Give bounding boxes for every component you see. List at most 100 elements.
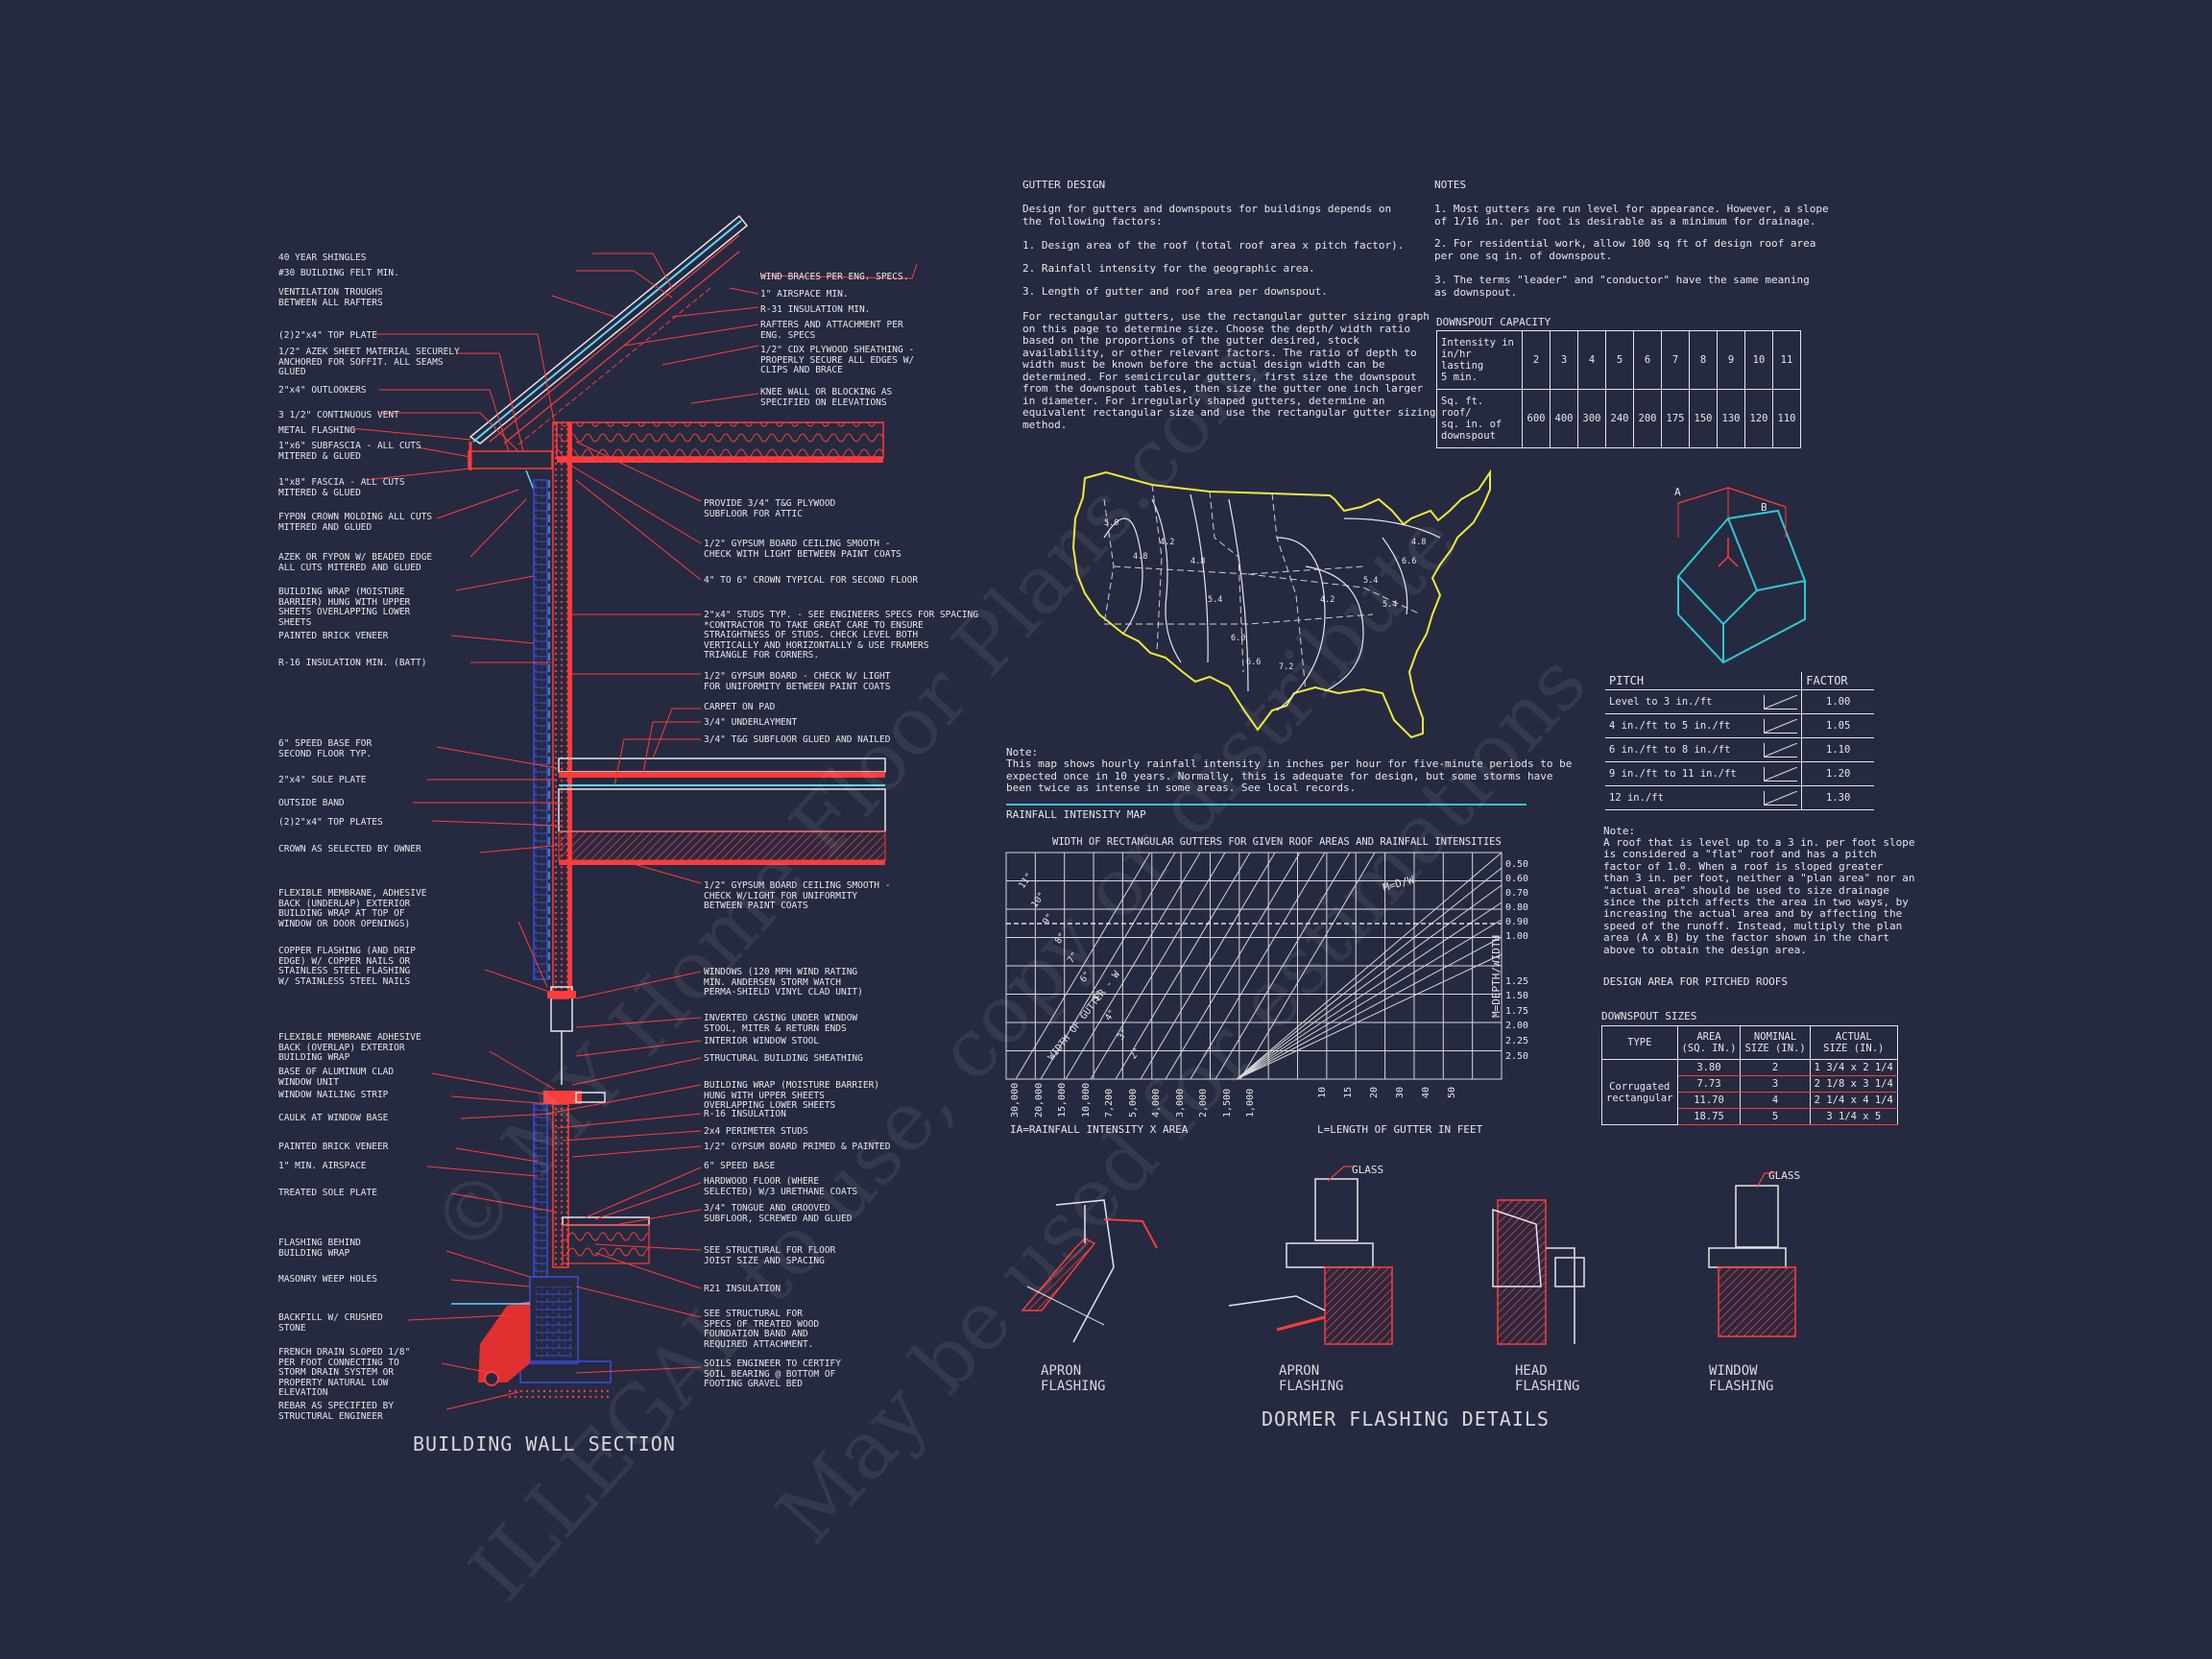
isoline-label: 4.8: [1190, 557, 1206, 566]
capacity-intensity-cell: 7: [1661, 330, 1690, 390]
sizes-actual-cell: 2 1/8 x 3 1/4: [1809, 1075, 1898, 1093]
pitch-note-label: Note:: [1603, 825, 1636, 837]
dormer-title: DORMER FLASHING DETAILS: [1262, 1407, 1550, 1431]
wall-right-callout: 3/4" UNDERLAYMENT: [704, 717, 798, 728]
chart-ia-tick: 1,000: [1245, 1088, 1256, 1118]
pitch-row: 12 in./ft 1.30: [1605, 785, 1874, 810]
wall-left-callout: BUILDING WRAP (MOISTURE BARRIER) HUNG WI…: [278, 587, 411, 628]
isoline-label: 4.8: [1133, 552, 1148, 562]
sizes-type-cell: Corrugated rectangular: [1601, 1059, 1678, 1125]
pitch-cell: 6 in./ft to 8 in./ft: [1605, 737, 1802, 762]
wall-left-callout: REBAR AS SPECIFIED BY STRUCTURAL ENGINEE…: [278, 1401, 395, 1422]
pitch-value: 12 in./ft: [1609, 792, 1664, 804]
sizes-area-cell: 18.75: [1676, 1108, 1742, 1125]
wall-right-callout: 1/2" GYPSUM BOARD CEILING SMOOTH - CHECK…: [704, 539, 902, 560]
pitch-slope-icon: [1764, 719, 1798, 733]
sizes-area-cell: 7.73: [1676, 1075, 1742, 1093]
pitch-note: A roof that is level up to a 3 in. per f…: [1603, 836, 1915, 956]
wall-left-callout: CROWN AS SELECTED BY OWNER: [278, 844, 421, 854]
isoline-label: 4.2: [1160, 538, 1175, 547]
chart-ia-tick: 30,000: [1010, 1082, 1021, 1118]
sizes-header-cell: NOMINAL SIZE (IN.): [1740, 1025, 1811, 1060]
wall-left-callout: TREATED SOLE PLATE: [278, 1188, 377, 1198]
wall-right-callout: 1" AIRSPACE MIN.: [760, 289, 849, 300]
chart-xlabel-left: IA=RAINFALL INTENSITY X AREA: [1010, 1123, 1189, 1136]
chart-m-tick: 2.50: [1505, 1050, 1529, 1062]
chart-m-tick: 2.00: [1505, 1021, 1529, 1032]
iso-label-a: A: [1674, 486, 1681, 498]
wall-right-callout: 6" SPEED BASE: [704, 1161, 776, 1171]
wall-left-callout: (2)2"x4" TOP PLATES: [278, 817, 383, 828]
wall-section-drawing: [349, 214, 918, 1410]
chart-l-tick: 15: [1343, 1086, 1354, 1098]
isoline-label: 5.4: [1382, 600, 1398, 610]
wall-left-callout: VENTILATION TROUGHS BETWEEN ALL RAFTERS: [278, 287, 383, 308]
isoline-label: 5.4: [1208, 595, 1223, 605]
wall-right-callout: RAFTERS AND ATTACHMENT PER ENG. SPECS: [760, 320, 903, 341]
wall-left-callout: 1"x6" SUBFASCIA - ALL CUTS MITERED & GLU…: [278, 441, 421, 462]
wall-right-callout: CARPET ON PAD: [704, 702, 776, 712]
capacity-area-cell: 200: [1633, 389, 1662, 448]
wall-left-callout: 40 YEAR SHINGLES: [278, 252, 367, 263]
sizes-nominal-cell: 2: [1740, 1059, 1811, 1076]
pitch-cell: 12 in./ft: [1605, 785, 1802, 810]
factor-cell: 1.30: [1801, 785, 1874, 810]
dormer-detail-caption: APRON FLASHING: [1279, 1363, 1344, 1394]
wall-left-callout: 3 1/2" CONTINUOUS VENT: [278, 410, 399, 421]
factor-cell: 1.05: [1801, 713, 1874, 738]
sizes-area-cell: 3.80: [1676, 1059, 1742, 1076]
pitch-value: Level to 3 in./ft: [1609, 696, 1713, 708]
wall-left-callout: (2)2"x4" TOP PLATE: [278, 330, 377, 341]
wall-right-callout: BUILDING WRAP (MOISTURE BARRIER) HUNG WI…: [704, 1080, 880, 1111]
wall-left-callout: PAINTED BRICK VENEER: [278, 631, 389, 641]
wall-right-callout: 1/2" GYPSUM BOARD PRIMED & PAINTED: [704, 1142, 891, 1152]
isoline-label: 7.2: [1279, 662, 1294, 672]
wall-right-callout: 2x4 PERIMETER STUDS: [704, 1126, 808, 1137]
wall-right-callout: 4" TO 6" CROWN TYPICAL FOR SECOND FLOOR: [704, 575, 919, 586]
wall-right-callout: INVERTED CASING UNDER WINDOW STOOL, MITE…: [704, 1013, 858, 1034]
dormer-detail-caption: WINDOW FLASHING: [1709, 1363, 1774, 1394]
wall-left-callout: #30 BUILDING FELT MIN.: [278, 268, 399, 278]
wall-left-callout: 1" MIN. AIRSPACE: [278, 1161, 367, 1171]
wall-right-callout: INTERIOR WINDOW STOOL: [704, 1036, 820, 1046]
capacity-area-cell: 130: [1717, 389, 1745, 448]
wall-right-callout: SOILS ENGINEER TO CERTIFY SOIL BEARING @…: [704, 1358, 841, 1389]
factor-cell: 1.10: [1801, 737, 1874, 762]
sizes-nominal-cell: 3: [1740, 1075, 1811, 1093]
chart-m-tick: 1.50: [1505, 991, 1529, 1002]
isoline-label: 6.6: [1246, 658, 1262, 667]
chart-l-tick: 30: [1395, 1086, 1406, 1098]
wall-left-callout: OUTSIDE BAND: [278, 798, 345, 808]
wall-left-callout: 1"x8" FASCIA - ALL CUTS MITERED & GLUED: [278, 477, 405, 498]
chart-ia-tick: 15,000: [1057, 1082, 1068, 1118]
capacity-area-cell: 120: [1744, 389, 1773, 448]
wall-right-callout: R-16 INSULATION: [704, 1109, 786, 1119]
chart-title: WIDTH OF RECTANGULAR GUTTERS FOR GIVEN R…: [1052, 836, 1502, 848]
chart-m-tick: 2.25: [1505, 1036, 1529, 1046]
sizes-nominal-cell: 5: [1740, 1108, 1811, 1125]
pitch-value: 4 in./ft to 5 in./ft: [1609, 720, 1731, 732]
gutter-factor-2: 2. Rainfall intensity for the geographic…: [1022, 262, 1315, 275]
chart-l-tick: 50: [1447, 1086, 1457, 1098]
wall-left-callout: METAL FLASHING: [278, 425, 356, 436]
capacity-area-cell: 175: [1661, 389, 1690, 448]
chart-ia-tick: 10,000: [1080, 1082, 1092, 1118]
chart-ia-tick: 2,000: [1198, 1088, 1209, 1118]
capacity-area-cell: 150: [1689, 389, 1718, 448]
chart-m-tick: 0.80: [1505, 902, 1529, 913]
chart-m-tick: 1.75: [1505, 1005, 1529, 1017]
wall-right-callout: 3/4" T&G SUBFLOOR GLUED AND NAILED: [704, 734, 891, 745]
wall-left-callout: 2"x4" SOLE PLATE: [278, 775, 367, 785]
sizes-actual-cell: 1 3/4 x 2 1/4: [1809, 1059, 1898, 1076]
wall-left-callout: PAINTED BRICK VENEER: [278, 1142, 389, 1152]
downspout-capacity-heading: DOWNSPOUT CAPACITY: [1436, 316, 1551, 328]
